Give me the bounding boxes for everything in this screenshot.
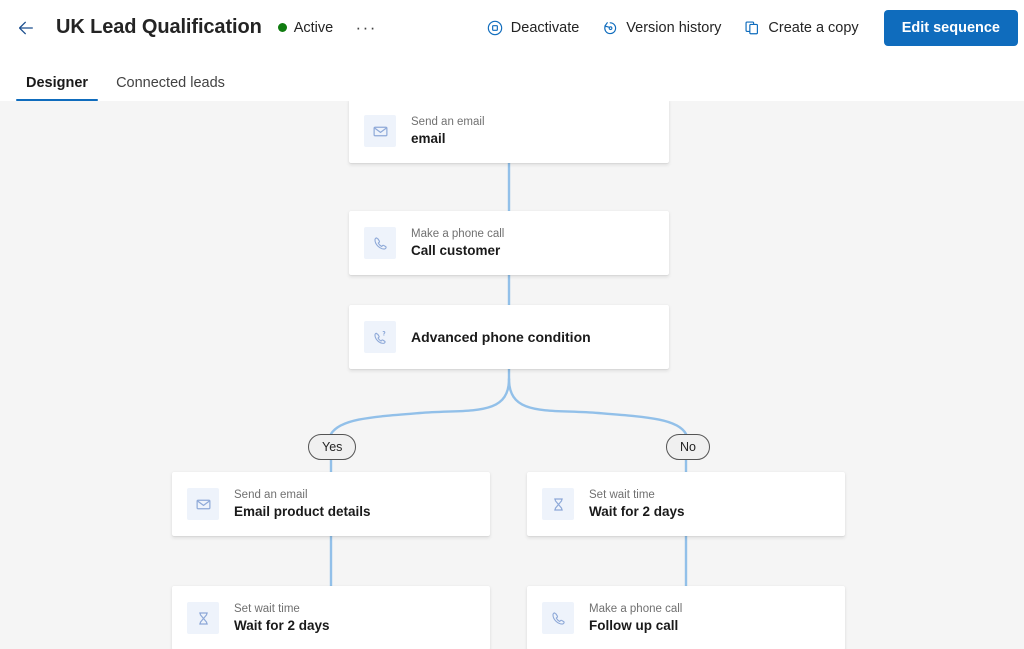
node-subtitle: Set wait time xyxy=(589,488,655,501)
phone-condition-icon xyxy=(364,321,396,353)
status-badge: Active xyxy=(277,19,334,36)
edit-sequence-button[interactable]: Edit sequence xyxy=(883,9,1018,46)
phone-icon xyxy=(364,227,396,259)
node-title: Wait for 2 days xyxy=(589,503,685,519)
node-wait-2-days-right[interactable]: Set wait time Wait for 2 days xyxy=(527,472,845,536)
node-email-product-details[interactable]: Send an email Email product details xyxy=(172,472,490,536)
node-subtitle: Send an email xyxy=(234,488,308,501)
node-wait-2-days-left[interactable]: Set wait time Wait for 2 days xyxy=(172,586,490,649)
node-title: Wait for 2 days xyxy=(234,617,330,633)
envelope-icon xyxy=(364,115,396,147)
node-send-email-top[interactable]: Send an email email xyxy=(349,101,669,163)
version-history-label: Version history xyxy=(626,19,722,36)
overflow-menu-button[interactable]: ··· xyxy=(355,17,377,37)
create-a-copy-button[interactable]: Create a copy xyxy=(734,12,867,44)
node-subtitle: Send an email xyxy=(411,115,485,128)
copy-icon xyxy=(743,19,761,37)
branch-pill-yes[interactable]: Yes xyxy=(308,434,357,460)
hourglass-icon xyxy=(187,602,219,634)
command-bar: UK Lead Qualification Active ··· Deactiv… xyxy=(0,0,1024,55)
node-title: Call customer xyxy=(411,242,501,258)
node-title: Advanced phone condition xyxy=(411,329,591,345)
command-bar-actions: Deactivate Version history xyxy=(477,0,1021,55)
node-text: Make a phone call Follow up call xyxy=(589,602,682,635)
tab-bar: Designer Connected leads xyxy=(0,55,1024,101)
node-subtitle: Set wait time xyxy=(234,602,300,615)
tab-connected-leads[interactable]: Connected leads xyxy=(116,75,225,91)
node-advanced-phone-condition[interactable]: Advanced phone condition xyxy=(349,305,669,369)
node-text: Make a phone call Call customer xyxy=(411,227,504,260)
node-text: Send an email email xyxy=(411,115,485,148)
stop-circle-icon xyxy=(486,19,504,37)
deactivate-label: Deactivate xyxy=(510,19,580,36)
node-text: Advanced phone condition xyxy=(411,328,591,346)
node-follow-up-call[interactable]: Make a phone call Follow up call xyxy=(527,586,845,649)
node-text: Send an email Email product details xyxy=(234,488,371,521)
branch-pill-no[interactable]: No xyxy=(666,434,710,460)
node-title: Email product details xyxy=(234,503,371,519)
history-icon xyxy=(601,19,619,37)
node-make-phone-call[interactable]: Make a phone call Call customer xyxy=(349,211,669,275)
node-text: Set wait time Wait for 2 days xyxy=(234,602,330,635)
page-title: UK Lead Qualification xyxy=(56,16,262,38)
node-title: email xyxy=(411,130,446,146)
back-button[interactable] xyxy=(10,12,42,44)
deactivate-button[interactable]: Deactivate xyxy=(477,12,589,44)
node-text: Set wait time Wait for 2 days xyxy=(589,488,685,521)
node-title: Follow up call xyxy=(589,617,679,633)
designer-canvas[interactable]: Send an email email Make a phone call Ca… xyxy=(0,101,1024,649)
phone-icon xyxy=(542,602,574,634)
create-a-copy-label: Create a copy xyxy=(768,19,859,36)
connector-edges xyxy=(329,161,688,649)
node-subtitle: Make a phone call xyxy=(411,227,505,240)
envelope-icon xyxy=(187,488,219,520)
tab-designer[interactable]: Designer xyxy=(16,75,99,101)
version-history-button[interactable]: Version history xyxy=(592,12,730,44)
status-label: Active xyxy=(293,19,334,36)
arrow-left-icon xyxy=(19,21,33,34)
status-dot-icon xyxy=(277,23,287,32)
hourglass-icon xyxy=(542,488,574,520)
node-subtitle: Make a phone call xyxy=(589,602,683,615)
